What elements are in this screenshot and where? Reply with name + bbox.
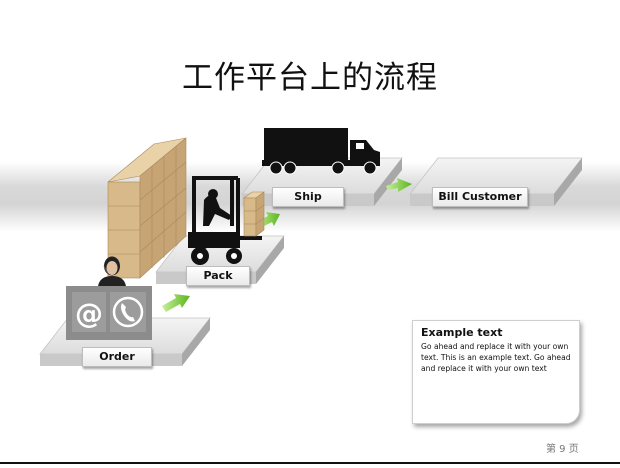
page-title: 工作平台上的流程 — [182, 60, 438, 96]
forklift-icon — [188, 176, 262, 265]
page-number: 第 9 页 — [546, 444, 579, 455]
contact-panel — [66, 286, 152, 340]
green-arrow-icon — [162, 294, 190, 312]
step-label-bill-customer: Bill Customer — [432, 187, 528, 207]
phone-icon — [112, 296, 144, 328]
footer-divider — [0, 462, 620, 464]
operator-person-icon — [98, 256, 126, 286]
step-label-ship: Ship — [272, 187, 344, 207]
at-sign-icon: @ — [75, 297, 103, 330]
step-label-pack: Pack — [186, 266, 250, 286]
svg-text:@: @ — [75, 297, 103, 330]
step-label-order: Order — [82, 347, 152, 367]
note-heading: Example text — [421, 326, 503, 339]
truck-icon — [262, 128, 380, 175]
example-text-box: Example text Go ahead and replace it wit… — [412, 320, 580, 424]
green-arrow-icon — [386, 178, 412, 192]
stacked-boxes-icon — [243, 191, 265, 237]
note-body: Go ahead and replace it with your own te… — [421, 342, 571, 373]
